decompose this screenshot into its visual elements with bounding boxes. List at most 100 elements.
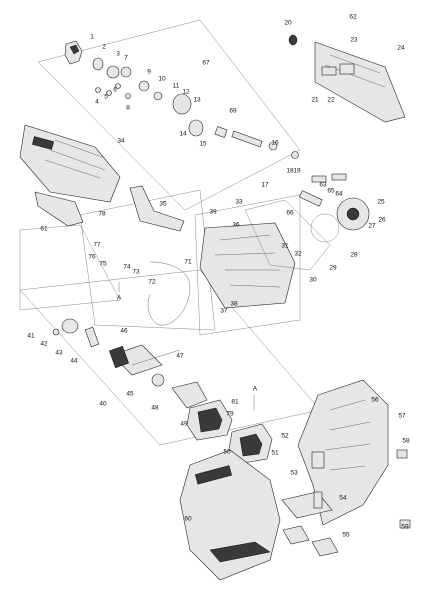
part-60-logo-band bbox=[194, 465, 232, 485]
part-19-washer bbox=[291, 151, 299, 159]
label-16: 16 bbox=[271, 139, 279, 147]
label-61: 61 bbox=[40, 225, 48, 233]
group-67-outline bbox=[37, 19, 301, 211]
label-50: 50 bbox=[223, 448, 231, 456]
label-37: 37 bbox=[220, 307, 228, 315]
part-9-washer bbox=[120, 66, 132, 78]
part-66-plate bbox=[298, 190, 323, 207]
label-74: 74 bbox=[123, 263, 131, 271]
part-6-screw bbox=[115, 83, 121, 89]
part-23-cover bbox=[314, 41, 406, 123]
label-78: 78 bbox=[98, 210, 106, 218]
label-4: 4 bbox=[95, 98, 99, 106]
part-55-terminal-a bbox=[282, 525, 310, 545]
part-34-logo-band bbox=[31, 136, 55, 150]
label-39: 39 bbox=[209, 208, 217, 216]
label-9: 9 bbox=[147, 68, 151, 76]
label-19: 19 bbox=[293, 167, 301, 175]
label-53: 53 bbox=[290, 469, 298, 477]
label-18: 18 bbox=[286, 167, 294, 175]
label-13: 13 bbox=[193, 96, 201, 104]
label-8: 8 bbox=[126, 104, 130, 112]
label-5: 5 bbox=[104, 93, 108, 101]
part-59-label bbox=[399, 519, 411, 529]
label-7: 7 bbox=[124, 54, 128, 62]
part-29-ring bbox=[310, 213, 340, 243]
part-41-ring bbox=[52, 328, 60, 336]
part-10-washer bbox=[138, 80, 150, 92]
part-8-screw bbox=[125, 93, 131, 99]
part-69-block bbox=[214, 126, 228, 138]
label-43: 43 bbox=[55, 349, 63, 357]
label-56: 56 bbox=[371, 396, 379, 404]
part-28-hub bbox=[346, 207, 360, 221]
part-34-grip bbox=[44, 139, 106, 179]
label-54: 54 bbox=[339, 494, 347, 502]
label-ref-a-1: A bbox=[116, 294, 122, 302]
part-47-shaft bbox=[131, 349, 181, 366]
part-11-ring bbox=[153, 91, 163, 101]
label-81: 81 bbox=[231, 398, 239, 406]
label-41: 41 bbox=[27, 332, 35, 340]
part-43-baffle bbox=[84, 326, 100, 348]
part-21-block bbox=[321, 66, 337, 76]
label-29: 29 bbox=[329, 264, 337, 272]
label-58: 58 bbox=[402, 437, 410, 445]
part-35-lever bbox=[129, 185, 185, 232]
label-17: 17 bbox=[261, 181, 269, 189]
label-63: 63 bbox=[319, 181, 327, 189]
label-12: 12 bbox=[182, 88, 190, 96]
label-6: 6 bbox=[113, 86, 117, 94]
part-50-detail bbox=[239, 433, 263, 457]
label-20: 20 bbox=[284, 19, 292, 27]
label-42: 42 bbox=[40, 340, 48, 348]
label-24: 24 bbox=[397, 44, 405, 52]
label-60: 60 bbox=[184, 515, 192, 523]
part-14-bushing bbox=[188, 119, 204, 137]
part-18-pin bbox=[268, 141, 278, 151]
label-10: 10 bbox=[158, 75, 166, 83]
part-58-label bbox=[396, 449, 408, 459]
part-48-bearing bbox=[151, 373, 165, 387]
label-35: 35 bbox=[159, 200, 167, 208]
part-3-bearing bbox=[106, 65, 120, 79]
part-22-block bbox=[339, 63, 355, 75]
part-5-screw bbox=[106, 90, 112, 96]
part-20-wire-clip bbox=[288, 34, 298, 46]
part-4-screw bbox=[95, 87, 101, 93]
part-56-ribs bbox=[324, 399, 371, 471]
label-64: 64 bbox=[335, 190, 343, 198]
label-15: 15 bbox=[199, 140, 207, 148]
label-45: 45 bbox=[126, 390, 134, 398]
label-27: 27 bbox=[368, 222, 376, 230]
label-1: 1 bbox=[90, 33, 94, 41]
label-57: 57 bbox=[398, 412, 406, 420]
label-52: 52 bbox=[281, 432, 289, 440]
label-46: 46 bbox=[120, 327, 128, 335]
label-40: 40 bbox=[99, 400, 107, 408]
label-14: 14 bbox=[179, 130, 187, 138]
group-a-outline bbox=[19, 224, 121, 311]
label-2: 2 bbox=[102, 43, 106, 51]
label-3: 3 bbox=[116, 50, 120, 58]
part-65-pin bbox=[331, 173, 347, 181]
label-79: 79 bbox=[226, 410, 234, 418]
label-21: 21 bbox=[311, 96, 319, 104]
part-54-post bbox=[313, 491, 323, 509]
label-31: 31 bbox=[281, 242, 289, 250]
label-51: 51 bbox=[271, 449, 279, 457]
part-45-commutator bbox=[109, 345, 129, 369]
label-44: 44 bbox=[70, 357, 78, 365]
part-29-seal bbox=[244, 199, 331, 271]
part-42-bearing bbox=[61, 318, 79, 334]
label-72: 72 bbox=[148, 278, 156, 286]
label-38: 38 bbox=[230, 300, 238, 308]
label-28: 28 bbox=[350, 251, 358, 259]
part-71-spring bbox=[147, 261, 191, 326]
label-77: 77 bbox=[93, 241, 101, 249]
label-67: 67 bbox=[202, 59, 210, 67]
label-65: 65 bbox=[327, 187, 335, 195]
part-30-detail bbox=[214, 234, 281, 288]
